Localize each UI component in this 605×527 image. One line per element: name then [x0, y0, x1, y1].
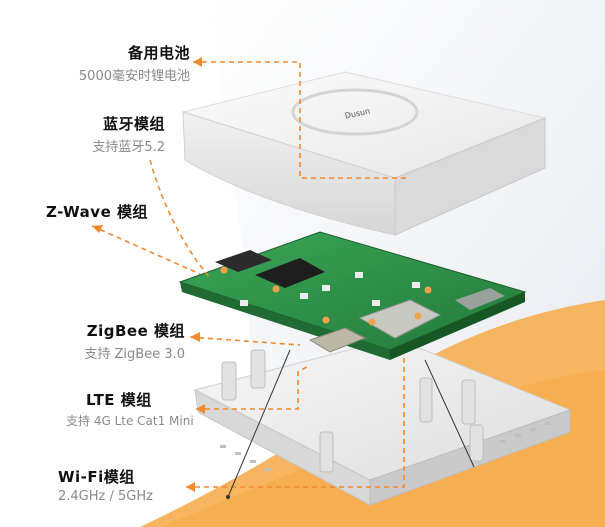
battery-title: 备用电池 — [127, 44, 190, 62]
zigbee-callout: ZigBee 模组 支持 ZigBee 3.0 — [20, 320, 185, 362]
lte-callout: LTE 模组 支持 4G Lte Cat1 Mini — [66, 389, 238, 429]
zwave-callout: Z-Wave 模组 — [46, 201, 148, 222]
lte-title: LTE 模组 — [86, 391, 152, 409]
leader-lte — [196, 364, 311, 410]
arrowheads — [92, 57, 205, 492]
zigbee-title: ZigBee 模组 — [86, 322, 185, 340]
antenna-lines — [227, 349, 475, 498]
zigbee-subtitle: 支持 ZigBee 3.0 — [84, 347, 185, 362]
battery-callout: 备用电池 5000毫安时锂电池 — [30, 42, 190, 84]
leader-zwave — [91, 225, 201, 275]
lte-subtitle: 支持 4G Lte Cat1 Mini — [66, 414, 194, 428]
bluetooth-callout: 蓝牙模组 支持蓝牙5.2 — [10, 113, 165, 155]
leader-lines — [91, 61, 410, 488]
leader-battery — [193, 61, 410, 179]
wifi-subtitle: 2.4GHz / 5GHz — [58, 489, 153, 504]
pcb-board — [178, 231, 527, 360]
wifi-title: Wi-Fi模组 — [58, 468, 135, 486]
zwave-title: Z-Wave 模组 — [46, 203, 148, 221]
leader-zigbee — [189, 336, 301, 346]
battery-subtitle: 5000毫安时锂电池 — [78, 69, 190, 84]
leader-wifi — [186, 355, 405, 488]
top-lid: Dusun — [181, 71, 547, 236]
wifi-callout: Wi-Fi模组 2.4GHz / 5GHz — [58, 466, 153, 504]
bluetooth-subtitle: 支持蓝牙5.2 — [92, 140, 165, 155]
bluetooth-title: 蓝牙模组 — [102, 115, 165, 133]
leader-bluetooth — [149, 159, 211, 279]
